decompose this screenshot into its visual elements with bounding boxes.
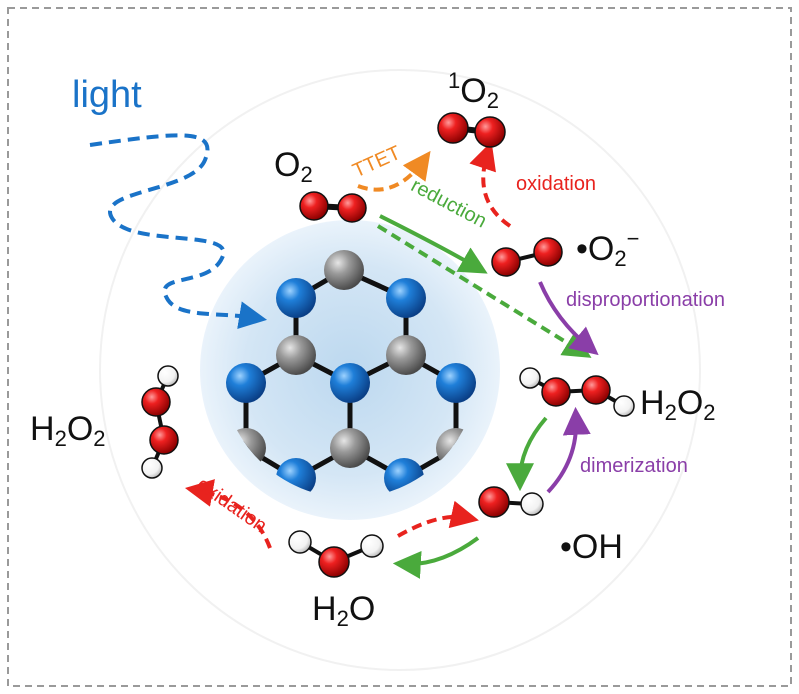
ttet-label: TTET	[349, 142, 404, 182]
h2o2-to-hydroxyl-arrow	[506, 416, 548, 492]
reduction-label: reduction	[407, 174, 490, 232]
carbon-atom	[386, 335, 426, 375]
dashed-frame	[7, 7, 792, 687]
oxygen-molecule	[299, 191, 367, 223]
reduction-arrow	[379, 214, 488, 274]
nitrogen-atom	[226, 363, 266, 403]
hydroxyl-molecule	[478, 486, 544, 518]
hydrogen-peroxide-molecule-right	[519, 367, 635, 417]
carbon-atom	[324, 250, 364, 290]
water-molecule	[288, 530, 384, 578]
disproportionation-label: disproportionation	[566, 289, 725, 311]
superoxide-molecule	[491, 237, 563, 277]
nitrogen-atom	[330, 363, 370, 403]
disproportionation-arrow	[538, 281, 599, 356]
dimerization-label: dimerization	[580, 455, 688, 477]
oxidation-arrow-top	[469, 141, 512, 228]
oxidation-label-top: oxidation	[516, 173, 597, 195]
hydrogen-peroxide-label-right: H2O2	[640, 384, 716, 425]
hydroxyl-label: •OH	[560, 528, 623, 566]
carbon-atom	[276, 335, 316, 375]
water-oxidation-arrow	[397, 500, 479, 538]
oxidation-arrow-bottom	[184, 479, 272, 549]
light-label: light	[72, 74, 142, 116]
water-label: H2O	[312, 590, 376, 631]
nitrogen-atom	[276, 278, 316, 318]
hydrogen-peroxide-label-left: H2O2	[30, 410, 106, 451]
reduction-h2o2-arrow	[376, 224, 592, 358]
hydroxyl-reduction-arrow	[392, 536, 480, 579]
light-wave-arrow	[89, 133, 268, 330]
hydrogen-peroxide-molecule-left	[141, 365, 179, 479]
nitrogen-atom	[436, 363, 476, 403]
singlet-oxygen-label: 1O2	[448, 68, 499, 113]
carbon-atom	[330, 428, 370, 468]
oxygen-label: O2	[274, 146, 313, 187]
nitrogen-atom	[386, 278, 426, 318]
singlet-oxygen-molecule	[437, 112, 506, 148]
dimerization-arrow	[546, 406, 591, 494]
ttet-arrow	[357, 150, 431, 192]
reaction-cycle-circle	[99, 69, 701, 671]
superoxide-label: •O2−	[576, 226, 640, 271]
